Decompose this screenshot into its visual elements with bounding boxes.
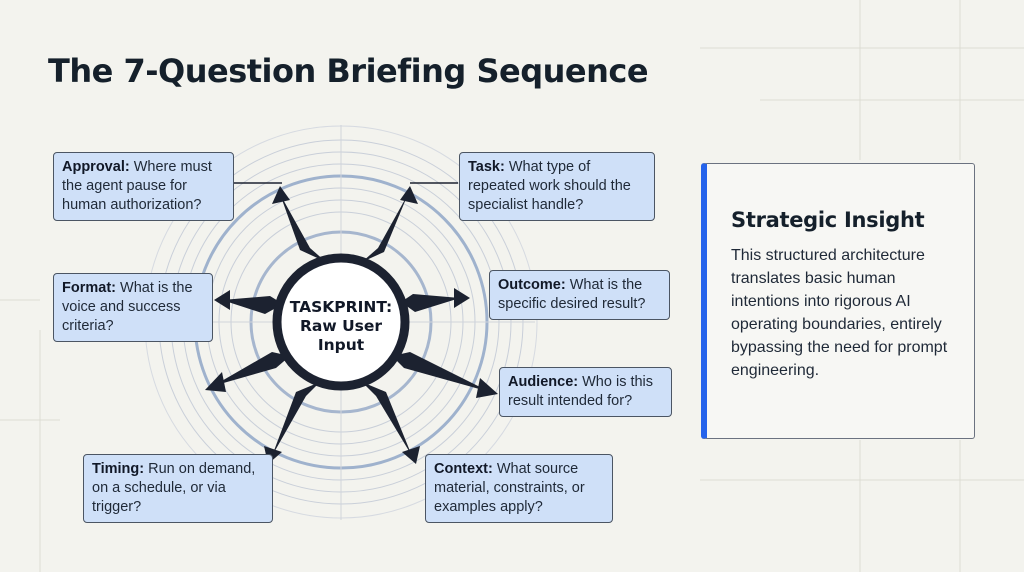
spoke-task <box>362 194 408 262</box>
outcome-text: What is the specific desired result? <box>498 277 646 312</box>
question-timing: Timing: Run on demand, on a schedule, or… <box>83 454 273 523</box>
hub-circle <box>272 253 410 391</box>
spoke-timing <box>272 382 320 456</box>
hub-label: TASKPRINT: Raw User Input <box>286 298 396 355</box>
question-format: Format: What is the voice and success cr… <box>53 273 213 342</box>
question-approval: Approval: Where must the agent pause for… <box>53 152 234 221</box>
spoke-approval <box>280 194 326 262</box>
audience-label: Audience: <box>508 374 579 390</box>
format-label: Format: <box>62 280 116 296</box>
task-label: Task: <box>468 159 505 175</box>
format-text: What is the voice and success criteria? <box>62 280 193 334</box>
timing-label: Timing: <box>92 461 145 477</box>
question-context: Context: What source material, constrain… <box>425 454 613 523</box>
insight-heading: Strategic Insight <box>731 208 925 232</box>
audience-text: Who is this result intended for? <box>508 374 654 409</box>
hub-line-2: Raw User <box>299 317 383 335</box>
timing-text: Run on demand, on a schedule, or via tri… <box>92 461 256 515</box>
spoke-context <box>362 382 412 456</box>
spoke-outcome <box>401 294 460 312</box>
hub-line-1: TASKPRINT: <box>289 298 393 316</box>
question-outcome: Outcome: What is the specific desired re… <box>489 270 670 320</box>
spokes <box>213 194 490 456</box>
outcome-label: Outcome: <box>498 277 566 293</box>
page-title: The 7-Question Briefing Sequence <box>48 52 649 90</box>
hub-line-3: Input <box>317 336 365 354</box>
spoke-left-lower <box>213 352 290 386</box>
strategic-insight-card: Strategic Insight This structured archit… <box>701 163 975 439</box>
approval-text: Where must the agent pause for human aut… <box>62 159 212 213</box>
question-audience: Audience: Who is this result intended fo… <box>499 367 672 417</box>
insight-body: This structured architecture translates … <box>731 247 948 379</box>
context-text: What source material, constraints, or ex… <box>434 461 585 515</box>
spoke-format <box>222 296 283 314</box>
approval-label: Approval: <box>62 159 130 175</box>
question-task: Task: What type of repeated work should … <box>459 152 655 221</box>
spoke-audience <box>392 352 490 392</box>
context-label: Context: <box>434 461 493 477</box>
task-text: What type of repeated work should the sp… <box>468 159 631 213</box>
